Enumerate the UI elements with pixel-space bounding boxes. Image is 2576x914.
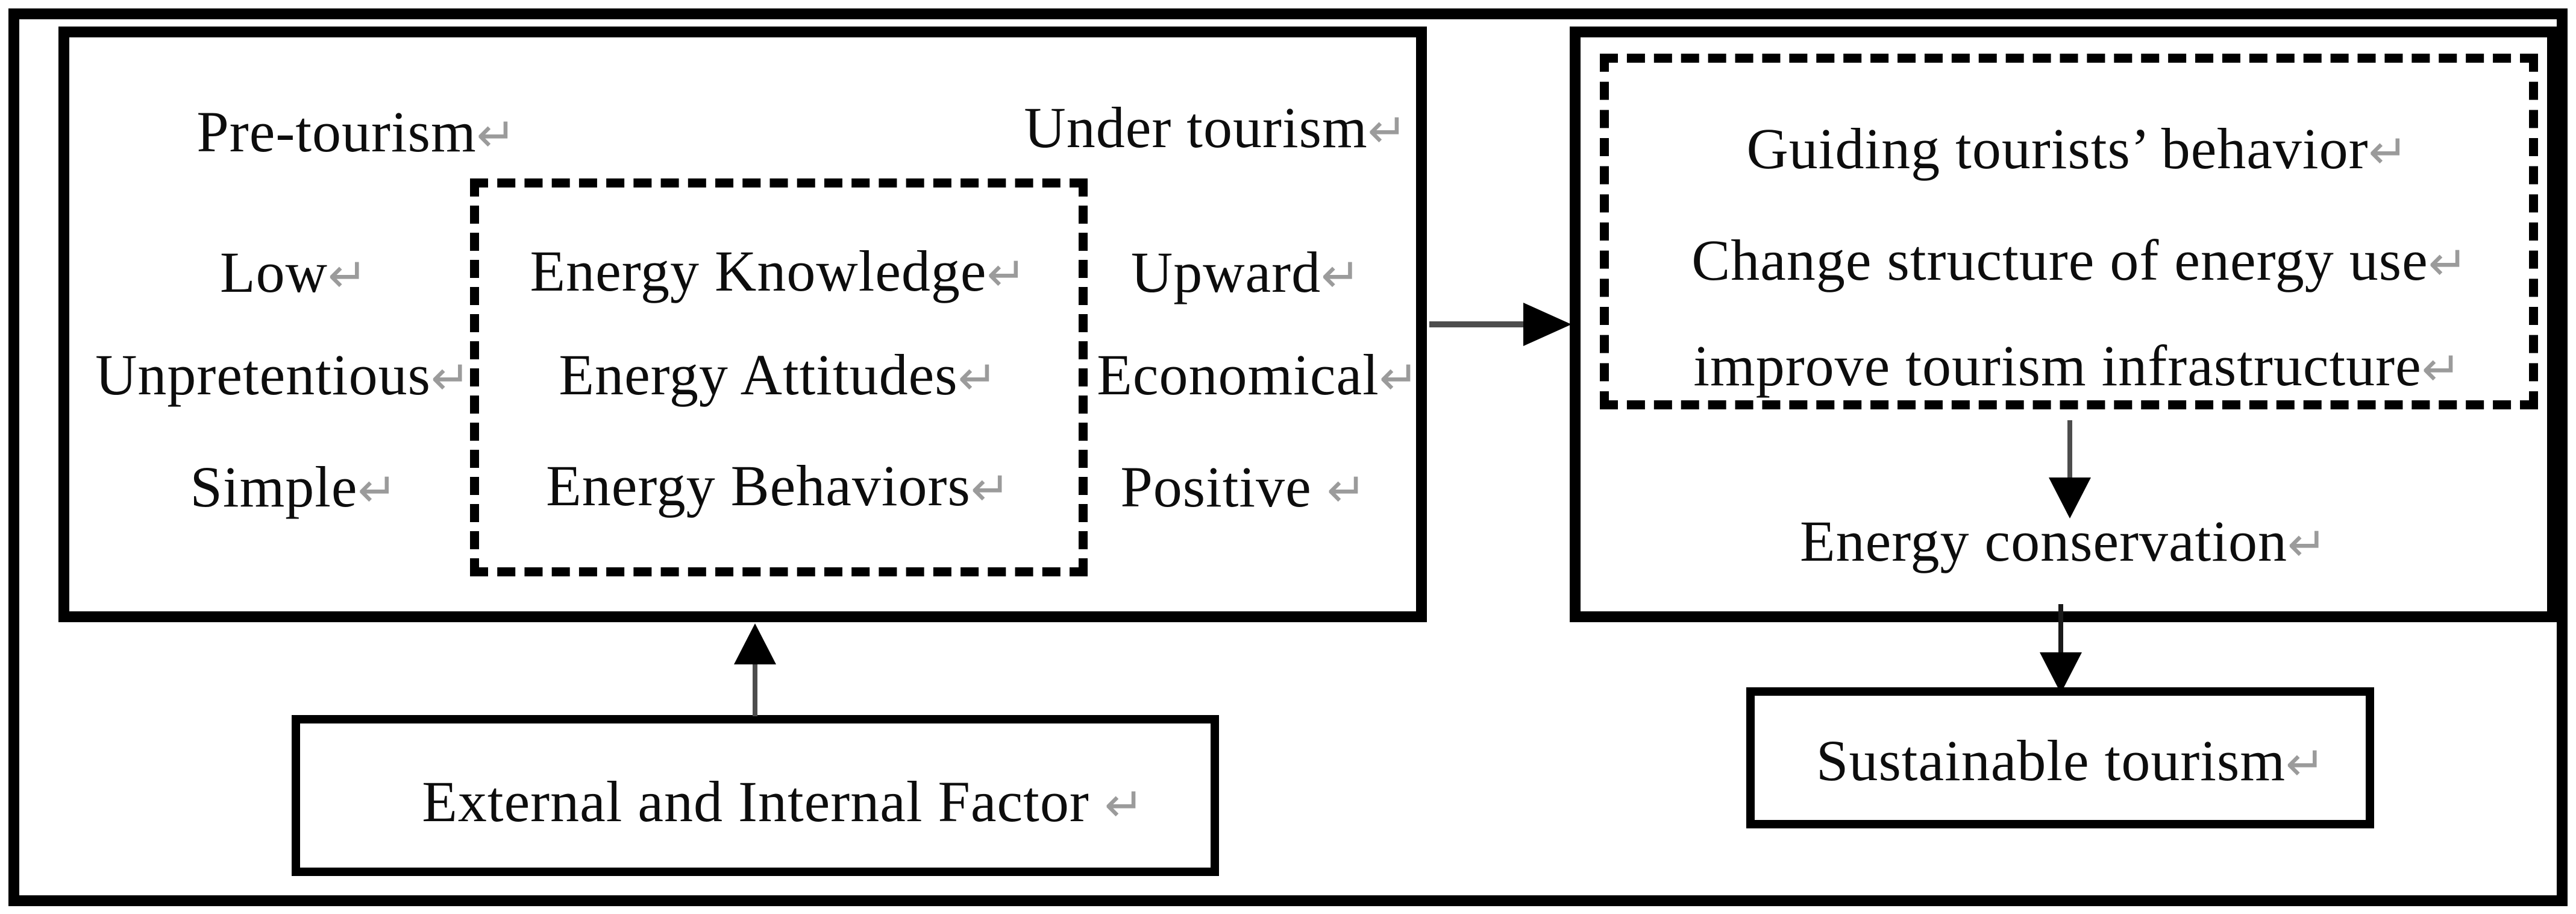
return-mark-icon: ↵ bbox=[2368, 124, 2409, 180]
label-economical: Economical↵ bbox=[1097, 342, 1420, 407]
return-mark-icon: ↵ bbox=[1321, 248, 1362, 303]
label-energy-attitudes: Energy Attitudes↵ bbox=[559, 342, 998, 407]
return-mark-icon: ↵ bbox=[2421, 341, 2462, 397]
label-pre-tourism: Pre-tourism↵ bbox=[196, 99, 517, 164]
return-mark-icon: ↵ bbox=[970, 461, 1011, 517]
return-mark-icon: ↵ bbox=[2428, 236, 2469, 291]
energy-factors-dashed-box bbox=[470, 178, 1088, 576]
label-energy-knowledge: Energy Knowledge↵ bbox=[530, 239, 1027, 303]
label-change-structure: Change structure of energy use↵ bbox=[1691, 228, 2469, 292]
return-mark-icon: ↵ bbox=[328, 248, 368, 303]
label-guiding-tourists-behavior: Guiding tourists’ behavior↵ bbox=[1746, 116, 2409, 181]
return-mark-icon: ↵ bbox=[430, 350, 471, 406]
label-simple: Simple↵ bbox=[190, 455, 398, 519]
return-mark-icon: ↵ bbox=[1367, 103, 1408, 159]
external-internal-factor-box bbox=[292, 715, 1219, 876]
return-mark-icon: ↵ bbox=[986, 247, 1027, 302]
return-mark-icon: ↵ bbox=[476, 107, 517, 163]
return-mark-icon: ↵ bbox=[1104, 777, 1145, 833]
label-energy-behaviors: Energy Behaviors↵ bbox=[546, 453, 1011, 518]
return-mark-icon: ↵ bbox=[1379, 350, 1420, 406]
label-under-tourism: Under tourism↵ bbox=[1024, 95, 1408, 160]
label-positive: Positive ↵ bbox=[1120, 455, 1367, 519]
arrow-left-box-to-right-box bbox=[1429, 303, 1572, 346]
label-sustainable-tourism: Sustainable tourism↵ bbox=[1816, 728, 2326, 793]
label-low: Low↵ bbox=[220, 240, 368, 304]
label-energy-conservation: Energy conservation↵ bbox=[1800, 509, 2328, 573]
return-mark-icon: ↵ bbox=[2285, 736, 2326, 792]
label-improve-infrastructure: improve tourism infrastructure↵ bbox=[1693, 333, 2462, 398]
arrow-energy-conservation-to-sustainable-tourism bbox=[2040, 604, 2082, 693]
label-upward: Upward↵ bbox=[1130, 240, 1362, 304]
return-mark-icon: ↵ bbox=[1326, 462, 1367, 518]
measures-dashed-box bbox=[1600, 54, 2538, 409]
arrow-measures-to-energy-conservation bbox=[2049, 420, 2091, 518]
tourism-phase-box bbox=[58, 27, 1427, 622]
label-unpretentious: Unpretentious↵ bbox=[95, 342, 471, 407]
return-mark-icon: ↵ bbox=[357, 462, 398, 518]
label-external-internal-factor: External and Internal Factor ↵ bbox=[422, 769, 1145, 834]
return-mark-icon: ↵ bbox=[957, 350, 998, 406]
return-mark-icon: ↵ bbox=[2287, 517, 2328, 572]
arrow-external-factor-to-tourism-box bbox=[734, 623, 776, 716]
outer-frame bbox=[8, 8, 2568, 906]
measures-box bbox=[1570, 27, 2558, 622]
